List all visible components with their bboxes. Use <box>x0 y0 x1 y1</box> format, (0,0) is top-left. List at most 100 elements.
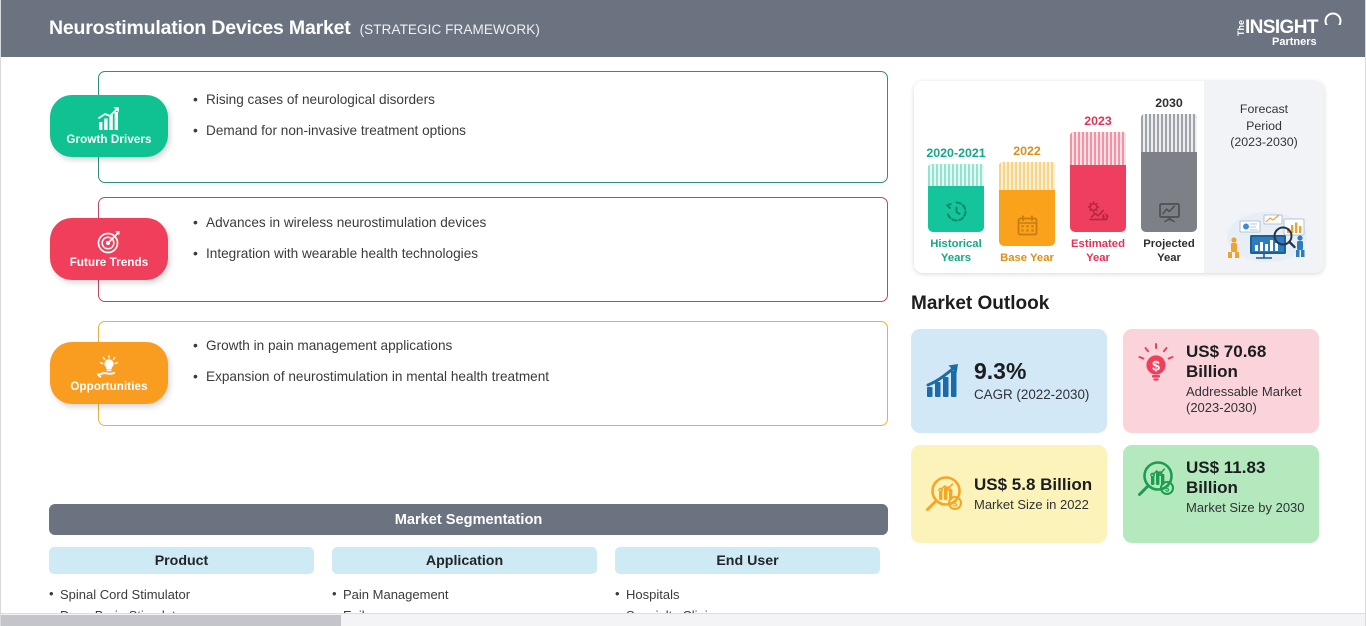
bullet-item: Integration with wearable health technol… <box>193 245 793 263</box>
bar-solid-section <box>1141 152 1197 232</box>
outlook-card-addressable-market: $ US$ 70.68 Billion Addressable Market (… <box>1123 329 1319 433</box>
bar-year-label: 2030 <box>1155 96 1183 111</box>
bullet-item: Demand for non-invasive treatment option… <box>193 122 793 140</box>
bar-solid-section <box>999 190 1055 246</box>
growth-drivers-pill[interactable]: Growth Drivers <box>50 95 168 157</box>
growth-bar-arrow-icon <box>923 360 965 402</box>
opportunities-pill[interactable]: Opportunities <box>50 342 168 404</box>
future-trends-pill[interactable]: Future Trends <box>50 218 168 280</box>
card-value: 9.3% <box>974 357 1027 384</box>
card-text: US$ 70.68 Billion Addressable Market (20… <box>1186 342 1307 417</box>
card-value: US$ 11.83 Billion <box>1186 458 1266 498</box>
bar-solid-section <box>928 186 984 232</box>
left-column: Growth Drivers Rising cases of neurologi… <box>1 57 906 626</box>
bar-caption: Estimated Year <box>1071 238 1125 264</box>
card-caption: Market Size by 2030 <box>1186 500 1305 516</box>
market-outlook-title: Market Outlook <box>911 293 1050 314</box>
bullet-item: Growth in pain management applications <box>193 337 833 355</box>
timeline-bar-base: 2022 <box>999 144 1055 273</box>
timeline-bar-estimated: 2023 $ <box>1070 114 1126 273</box>
opportunities-label: Opportunities <box>70 380 148 393</box>
timeline-bar-historical: 2020-2021 <box>926 146 986 273</box>
bar-shape <box>928 164 984 233</box>
right-column: 2020-2021 <box>906 57 1365 626</box>
market-segmentation-title: Market Segmentation <box>394 511 543 528</box>
business-analytics-illustration <box>1212 207 1316 263</box>
forecast-line-2: Period <box>1246 118 1282 133</box>
market-segmentation-header: Market Segmentation <box>49 504 888 535</box>
calendar-icon <box>1015 213 1040 238</box>
timeline-bar-projected: 2030 Pro <box>1141 96 1197 273</box>
card-text: US$ 11.83 Billion Market Size by 2030 <box>1186 458 1307 516</box>
card-value: US$ 70.68 Billion <box>1186 342 1267 382</box>
market-gear-chart-icon: $ <box>1086 199 1111 224</box>
list-item: Spinal Cord Stimulator <box>49 584 314 606</box>
outlook-card-market-size-2022: $ US$ 5.8 Billion Market Size in 2022 <box>911 445 1107 543</box>
magnifier-dollar-chart-icon: $ <box>923 473 965 515</box>
horizontal-scrollbar[interactable] <box>1 613 1365 626</box>
lightbulb-hand-icon <box>94 353 124 379</box>
bullet-item: Expansion of neurostimulation in mental … <box>193 368 833 386</box>
svg-text:The: The <box>1236 20 1246 36</box>
market-timeline-chart: 2020-2021 <box>914 81 1324 273</box>
bar-year-label: 2022 <box>1013 143 1041 158</box>
segment-head-label: End User <box>716 552 779 569</box>
presentation-chart-icon <box>1157 199 1182 224</box>
growth-drivers-label: Growth Drivers <box>66 133 152 146</box>
card-caption: Market Size in 2022 <box>974 496 1089 512</box>
bar-caption: Projected Year <box>1143 238 1195 264</box>
page-subtitle: (STRATEGIC FRAMEWORK) <box>359 22 540 37</box>
outlook-card-market-size-2030: $ US$ 11.83 Billion Market Size by 2030 <box>1123 445 1319 543</box>
outlook-cards: 9.3% CAGR (2022-2030) $ <box>911 329 1325 543</box>
bar-year-label: 2020-2021 <box>926 146 986 161</box>
outlook-card-cagr: 9.3% CAGR (2022-2030) <box>911 329 1107 433</box>
opportunities-bullets: Growth in pain management applications E… <box>193 337 833 386</box>
bullet-item: Rising cases of neurological disorders <box>193 91 793 109</box>
forecast-line-1: Forecast <box>1239 102 1289 116</box>
growth-drivers-bullets: Rising cases of neurological disorders D… <box>193 91 793 140</box>
target-dart-icon <box>94 229 124 255</box>
bar-stripe-section <box>999 161 1055 190</box>
bar-year-label: 2023 <box>1084 114 1112 129</box>
bullet-item: Advances in wireless neurostimulation de… <box>193 214 793 232</box>
bar-stripe-section <box>1070 132 1126 166</box>
segment-head-product: Product <box>49 547 314 574</box>
page-title: Neurostimulation Devices Market <box>49 17 351 39</box>
bar-stripe-section <box>928 164 984 187</box>
bar-shape <box>999 161 1055 246</box>
svg-text:$: $ <box>1165 485 1170 494</box>
segment-head-label: Product <box>154 552 209 569</box>
card-value: US$ 5.8 Billion <box>974 474 1093 494</box>
future-trends-bullets: Advances in wireless neurostimulation de… <box>193 214 793 263</box>
forecast-line-3: (2023-2030) <box>1230 135 1298 150</box>
segment-head-end-user: End User <box>615 547 880 574</box>
list-item: Pain Management <box>332 584 597 606</box>
page-header: Neurostimulation Devices Market (STRATEG… <box>1 0 1365 57</box>
segmentation-column-application: Application Pain Management Epilepsy Uri… <box>332 547 597 626</box>
bar-caption: Base Year <box>1000 251 1054 264</box>
bar-chart-growth-icon <box>94 106 124 132</box>
segment-head-label: Application <box>425 552 504 569</box>
header-title-group: Neurostimulation Devices Market (STRATEG… <box>49 17 540 40</box>
bar-solid-section: $ <box>1070 165 1126 232</box>
bar-caption: Historical Years <box>930 238 982 264</box>
card-caption: Addressable Market (2023-2030) <box>1186 384 1302 416</box>
clock-history-icon <box>944 199 969 224</box>
magnifier-dollar-chart-icon: $ <box>1135 458 1177 500</box>
future-trends-label: Future Trends <box>69 256 149 269</box>
bar-stripe-section <box>1141 114 1197 153</box>
scrollbar-thumb[interactable] <box>1 615 341 626</box>
svg-text:$: $ <box>1152 358 1160 374</box>
svg-text:$: $ <box>1103 215 1106 221</box>
svg-text:$: $ <box>953 500 958 509</box>
insight-partners-logo: The INSIGHT Partners <box>1229 9 1347 49</box>
list-item: Hospitals <box>615 584 880 606</box>
svg-text:INSIGHT: INSIGHT <box>1245 17 1319 38</box>
bar-shape <box>1141 114 1197 233</box>
timeline-bars: 2020-2021 <box>914 81 1204 273</box>
segment-head-application: Application <box>332 547 597 574</box>
bar-shape: $ <box>1070 132 1126 233</box>
dollar-bulb-icon: $ <box>1135 342 1177 384</box>
svg-text:Partners: Partners <box>1272 36 1317 48</box>
